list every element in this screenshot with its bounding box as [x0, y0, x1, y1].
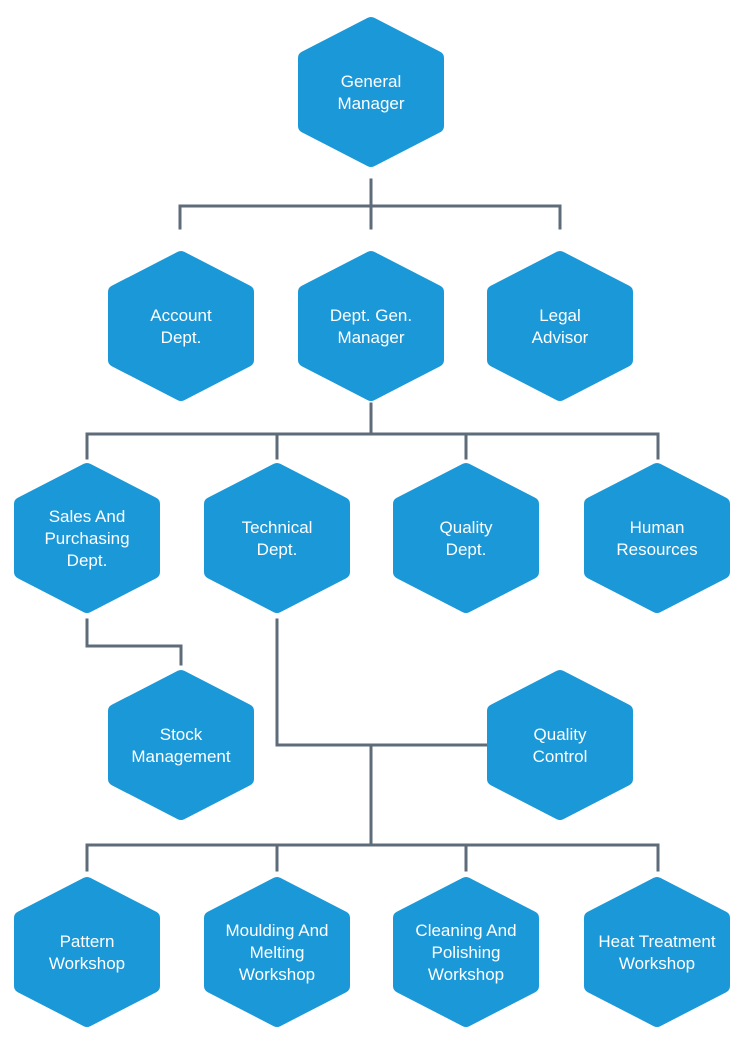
node-sales-and-purchasing-label-line: Sales And: [49, 507, 126, 526]
node-stock-management-label-line: Management: [131, 747, 231, 766]
node-moulding-and-melting-workshop-label-line: Workshop: [239, 965, 315, 984]
node-human-resources-shape: [584, 463, 730, 613]
node-quality-dept-label-line: Dept.: [446, 540, 487, 559]
node-pattern-workshop-label-line: Pattern: [60, 932, 115, 951]
node-moulding-and-melting-workshop-label-line: Moulding And: [225, 921, 328, 940]
node-deputy-general-manager-label-line: Manager: [337, 328, 404, 347]
node-technical-dept-shape: [204, 463, 350, 613]
node-sales-and-purchasing-label-line: Purchasing: [44, 529, 129, 548]
connector-tech-trunk: [275, 618, 488, 747]
connector-sales-stock: [85, 618, 183, 666]
node-deputy-general-manager-shape: [298, 251, 444, 401]
node-technical-dept-label-line: Technical: [242, 518, 313, 537]
node-account-dept-label-line: Account: [150, 306, 212, 325]
node-general-manager-label-line: Manager: [337, 94, 404, 113]
node-legal-advisor-shape: [487, 251, 633, 401]
node-general-manager-shape: [298, 17, 444, 167]
node-legal-advisor-label-line: Legal: [539, 306, 581, 325]
node-sales-and-purchasing-label-line: Dept.: [67, 551, 108, 570]
node-technical-dept-label-line: Dept.: [257, 540, 298, 559]
node-sales-and-purchasing-shape: [14, 463, 160, 613]
node-quality-control-label-line: Control: [533, 747, 588, 766]
connector-deputy-bus: [85, 432, 660, 460]
node-quality-dept-shape: [393, 463, 539, 613]
node-account-dept-shape: [108, 251, 254, 401]
node-quality-dept-label-line: Quality: [440, 518, 493, 537]
node-general-manager-label-line: General: [341, 72, 401, 91]
node-cleaning-and-polishing-workshop-label-line: Polishing: [432, 943, 501, 962]
node-cleaning-and-polishing-workshop-label-line: Workshop: [428, 965, 504, 984]
node-moulding-and-melting-workshop-shape: [204, 877, 350, 1027]
node-deputy-general-manager: Dept. Gen. Manager: [298, 251, 444, 401]
connector-workshop-bus: [85, 843, 660, 872]
node-heat-treatment-workshop-label-line: Workshop: [619, 954, 695, 973]
node-cleaning-and-polishing-workshop-shape: [393, 877, 539, 1027]
node-deputy-general-manager-label-line: Dept. Gen.: [330, 306, 412, 325]
node-stock-management-label-line: Stock: [160, 725, 203, 744]
node-heat-treatment-workshop-label-line: Heat Treatment: [598, 932, 715, 951]
node-pattern-workshop-label-line: Workshop: [49, 954, 125, 973]
node-stock-management-shape: [108, 670, 254, 820]
node-moulding-and-melting-workshop-label-line: Melting: [250, 943, 305, 962]
node-pattern-workshop-shape: [14, 877, 160, 1027]
node-quality-control-label-line: Quality: [534, 725, 587, 744]
connectors: [85, 178, 660, 872]
node-quality-control-shape: [487, 670, 633, 820]
node-heat-treatment-workshop-shape: [584, 877, 730, 1027]
node-legal-advisor-label-line: Advisor: [532, 328, 589, 347]
node-cleaning-and-polishing-workshop-label-line: Cleaning And: [415, 921, 516, 940]
node-account-dept-label-line: Dept.: [161, 328, 202, 347]
node-human-resources-label-line: Resources: [616, 540, 697, 559]
node-human-resources-label-line: Human: [630, 518, 685, 537]
